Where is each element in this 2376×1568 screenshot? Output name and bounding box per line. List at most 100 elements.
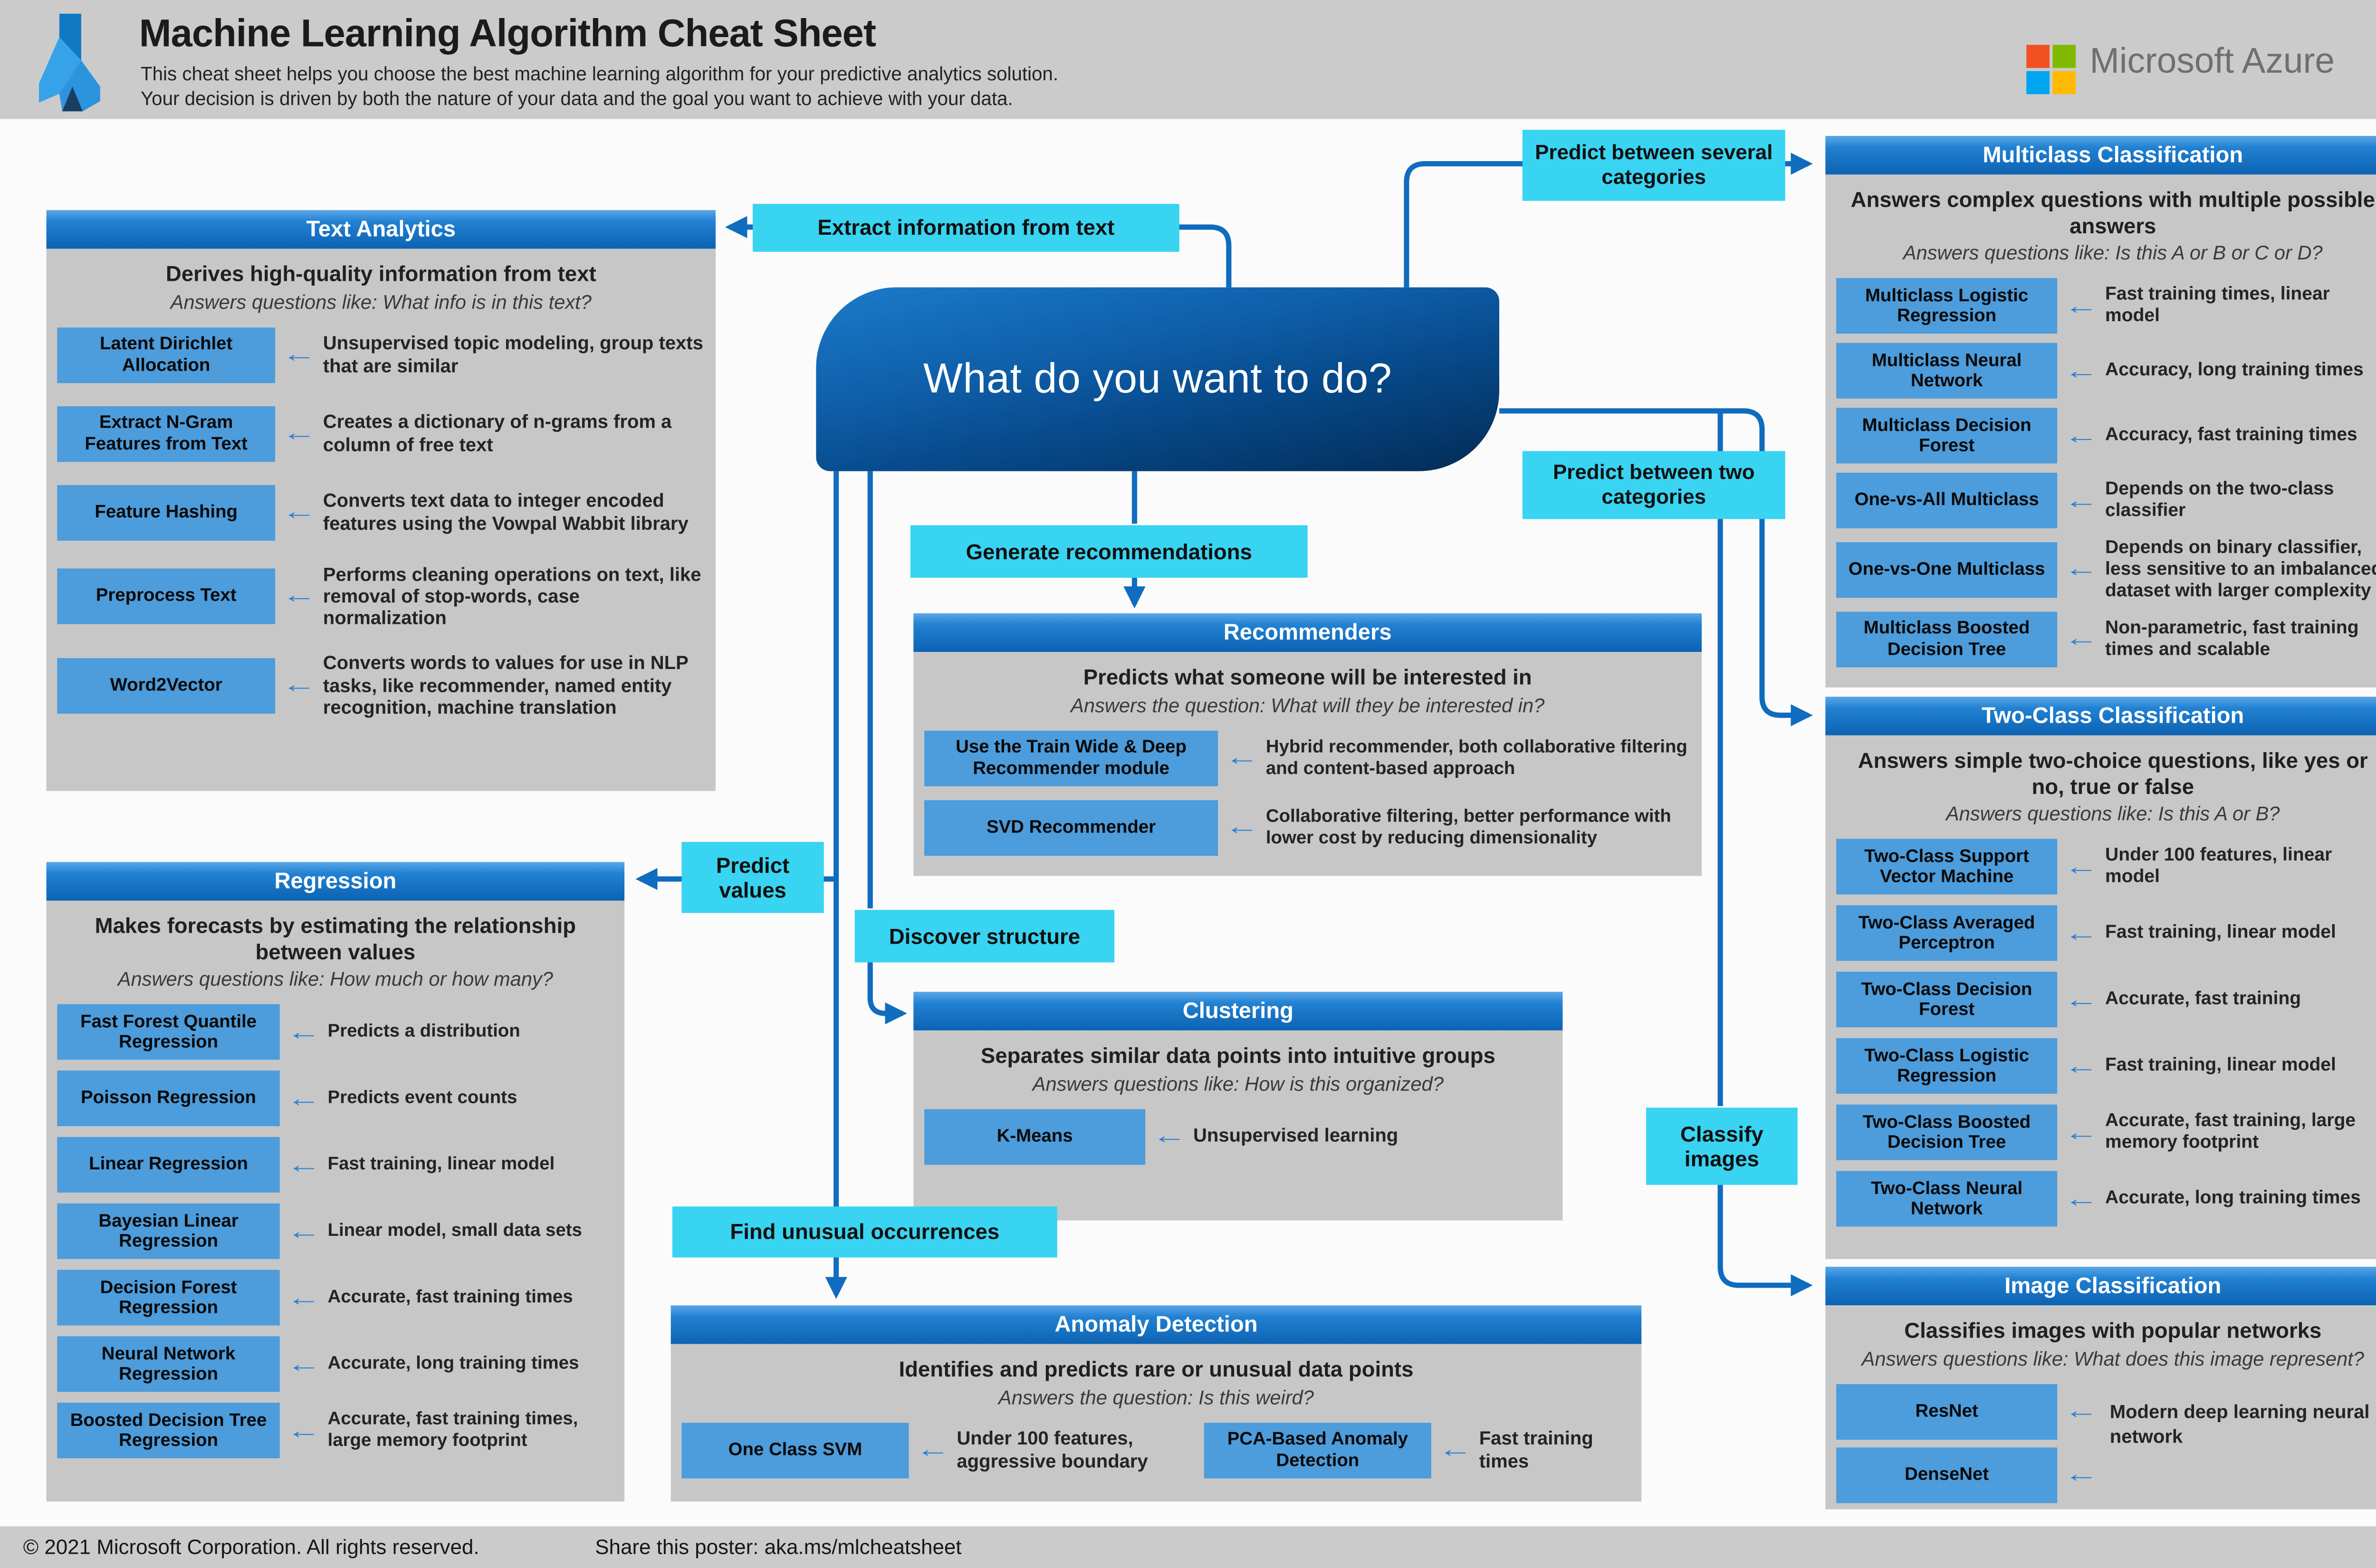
section-tagline: Answers simple two-choice questions, lik… (1858, 747, 2368, 798)
page-subtitle-line1: This cheat sheet helps you choose the be… (140, 63, 1059, 85)
algorithm-box[interactable]: Neural Network Regression (57, 1336, 280, 1392)
algorithm-desc: Fast training, linear model (327, 1153, 555, 1175)
algorithm-desc: Accurate, fast training times (327, 1285, 573, 1308)
page-title: Machine Learning Algorithm Cheat Sheet (139, 12, 876, 56)
algorithm-row: One-vs-All Multiclass←Depends on the two… (1836, 472, 2376, 529)
decision-label-predict-values: Predict values (681, 841, 824, 913)
algorithm-box[interactable]: Bayesian Linear Regression (57, 1203, 280, 1259)
section-body: Predicts what someone will be interested… (913, 652, 1702, 876)
algorithm-box[interactable]: Extract N-Gram Features from Text (57, 405, 275, 461)
algorithm-box[interactable]: K-Means (924, 1108, 1146, 1164)
algorithm-box[interactable]: Multiclass Boosted Decision Tree (1836, 611, 2058, 667)
algorithm-box[interactable]: Preprocess Text (57, 568, 275, 624)
algorithm-desc: Accurate, fast training (2105, 987, 2301, 1009)
algorithm-row: ResNet← (1836, 1383, 2376, 1439)
algorithm-box[interactable]: DenseNet (1836, 1446, 2058, 1502)
section-body: Answers complex questions with multiple … (1825, 174, 2376, 688)
left-arrow-icon: ← (281, 672, 316, 698)
section-body: Classifies images with popular networks … (1825, 1305, 2376, 1509)
algorithm-box[interactable]: PCA-Based Anomaly Detection (1204, 1422, 1431, 1478)
section-multiclass-classification: Multiclass Classification Answers comple… (1825, 136, 2376, 688)
algorithm-box[interactable]: ResNet (1836, 1383, 2058, 1439)
algorithm-desc: Accuracy, long training times (2105, 358, 2364, 381)
algorithm-box[interactable]: One-vs-One Multiclass (1836, 542, 2058, 598)
algorithm-box[interactable]: Fast Forest Quantile Regression (57, 1004, 280, 1060)
decision-label-predict-several-categories: Predict between several categories (1522, 130, 1785, 201)
algorithm-box[interactable]: Multiclass Decision Forest (1836, 408, 2058, 464)
section-title-two-class-classification: Two-Class Classification (1825, 697, 2376, 736)
algorithm-box[interactable]: Two-Class Boosted Decision Tree (1836, 1104, 2058, 1160)
left-arrow-icon: ← (286, 1351, 321, 1377)
algorithm-row: Two-Class Boosted Decision Tree←Accurate… (1836, 1104, 2376, 1160)
copyright-text: © 2021 Microsoft Corporation. All rights… (23, 1535, 479, 1559)
algorithm-row: Two-Class Logistic Regression←Fast train… (1836, 1038, 2376, 1094)
algorithm-desc: Under 100 features, aggressive boundary (957, 1427, 1148, 1472)
algorithm-box[interactable]: Multiclass Logistic Regression (1836, 278, 2058, 334)
algorithm-row: Latent Dirichlet Allocation← Unsupervised… (57, 326, 705, 382)
decision-label-generate-recommendations: Generate recommendations (910, 525, 1308, 578)
header-band (0, 0, 2376, 119)
section-question: Answers questions like: What info is in … (170, 289, 592, 313)
section-question: Answers questions like: Is this A or B o… (1903, 241, 2323, 265)
algorithm-list: K-Means←Unsupervised learning (924, 1108, 1552, 1164)
section-tagline: Derives high-quality information from te… (165, 261, 596, 286)
left-arrow-icon: ← (281, 341, 316, 368)
algorithm-list: One Class SVM←Under 100 features, aggres… (681, 1422, 1630, 1478)
left-arrow-icon: ← (2064, 293, 2099, 319)
algorithm-box[interactable]: SVD Recommender (924, 799, 1218, 855)
section-two-class-classification: Two-Class Classification Answers simple … (1825, 697, 2376, 1259)
algorithm-row: Multiclass Boosted Decision Tree←Non-par… (1836, 611, 2376, 667)
algorithm-box[interactable]: Multiclass Neural Network (1836, 343, 2058, 399)
section-recommenders: Recommenders Predicts what someone will … (913, 613, 1702, 876)
section-clustering: Clustering Separates similar data points… (913, 992, 1563, 1221)
left-arrow-icon: ← (1152, 1123, 1187, 1149)
algorithm-box[interactable]: Linear Regression (57, 1137, 280, 1193)
azure-ml-logo (38, 13, 100, 112)
algorithm-box[interactable]: Two-Class Neural Network (1836, 1171, 2058, 1227)
algorithm-desc: Creates a dictionary of n-grams from a c… (323, 411, 672, 455)
algorithm-box[interactable]: Two-Class Averaged Perceptron (1836, 905, 2058, 961)
algorithm-box[interactable]: Poisson Regression (57, 1071, 280, 1127)
left-arrow-icon: ← (286, 1019, 321, 1045)
algorithm-box[interactable]: Two-Class Decision Forest (1836, 972, 2058, 1028)
algorithm-row: Poisson Regression←Predicts event counts (57, 1071, 613, 1127)
section-question: Answers questions like: What does this i… (1861, 1346, 2364, 1370)
section-title-regression: Regression (46, 862, 625, 901)
algorithm-box[interactable]: Decision Forest Regression (57, 1270, 280, 1326)
left-arrow-icon: ← (2064, 920, 2099, 947)
algorithm-box[interactable]: One-vs-All Multiclass (1836, 472, 2058, 529)
algorithm-box[interactable]: Latent Dirichlet Allocation (57, 326, 275, 382)
section-anomaly-detection: Anomaly Detection Identifies and predict… (671, 1305, 1642, 1502)
algorithm-box[interactable]: Two-Class Logistic Regression (1836, 1038, 2058, 1094)
left-arrow-icon: ← (281, 583, 316, 610)
left-arrow-icon: ← (2064, 1186, 2099, 1212)
algorithm-box[interactable]: Feature Hashing (57, 484, 275, 540)
algorithm-desc: Depends on the two-class classifier (2105, 478, 2334, 521)
algorithm-row: Bayesian Linear Regression←Linear model,… (57, 1203, 613, 1259)
algorithm-box[interactable]: Use the Train Wide & Deep Recommender mo… (924, 730, 1218, 786)
section-tagline: Identifies and predicts rare or unusual … (899, 1356, 1414, 1381)
section-question: Answers the question: Is this weird? (998, 1385, 1314, 1408)
algorithm-row: Two-Class Neural Network←Accurate, long … (1836, 1171, 2376, 1227)
algorithm-row: One-vs-One Multiclass←Depends on binary … (1836, 536, 2376, 602)
section-tagline: Separates similar data points into intui… (980, 1042, 1495, 1068)
section-regression: Regression Makes forecasts by estimating… (46, 862, 625, 1502)
footer-band (0, 1526, 2376, 1568)
left-arrow-icon: ← (281, 499, 316, 526)
left-arrow-icon: ← (2064, 487, 2099, 514)
left-arrow-icon: ← (2064, 626, 2099, 652)
algorithm-desc: Depends on binary classifier, less sensi… (2105, 536, 2376, 601)
section-title-anomaly-detection: Anomaly Detection (671, 1305, 1642, 1344)
algorithm-row: Fast Forest Quantile Regression←Predicts… (57, 1004, 613, 1060)
section-tagline: Classifies images with popular networks (1904, 1318, 2322, 1343)
algorithm-row: Boosted Decision Tree Regression←Accurat… (57, 1403, 613, 1459)
algorithm-box[interactable]: Boosted Decision Tree Regression (57, 1403, 280, 1459)
section-question: Answers questions like: How much or how … (117, 967, 553, 991)
section-title-text-analytics: Text Analytics (46, 210, 716, 249)
algorithm-desc: Accurate, long training times (327, 1352, 579, 1374)
algorithm-desc: Unsupervised topic modeling, group texts… (323, 332, 703, 376)
algorithm-box[interactable]: One Class SVM (681, 1422, 909, 1478)
algorithm-box[interactable]: Two-Class Support Vector Machine (1836, 839, 2058, 895)
algorithm-box[interactable]: Word2Vector (57, 657, 275, 713)
left-arrow-icon: ← (2064, 1052, 2099, 1080)
